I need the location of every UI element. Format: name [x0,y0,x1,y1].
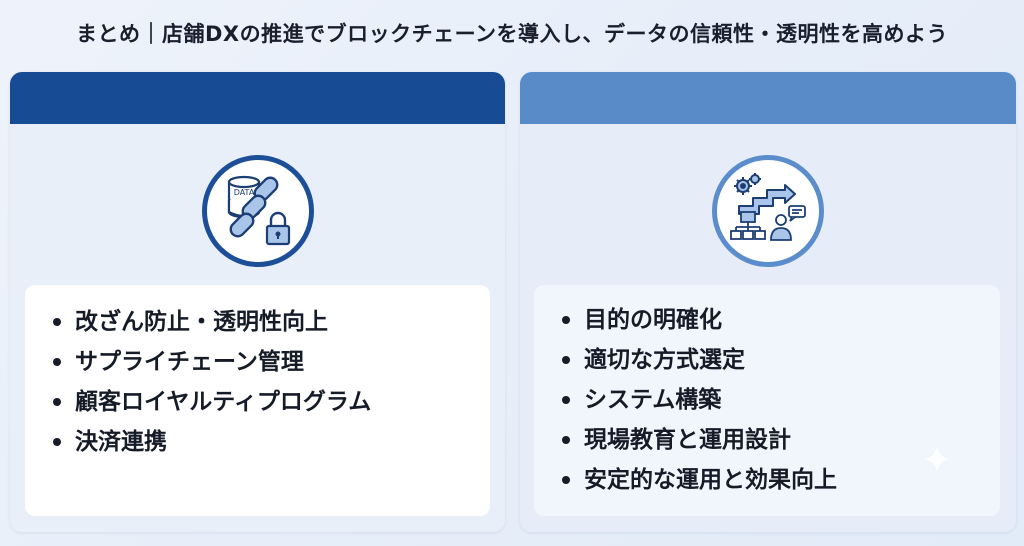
page-title: まとめ｜店舗DXの推進でブロックチェーンを導入し、データの信頼性・透明性を高めよ… [75,22,949,46]
org-chart-icon [730,211,766,240]
right-panel: 目的の明確化 適切な方式選定 システム構築 現場教育と運用設計 安定的な運用と効… [520,72,1016,532]
left-list-box: 改ざん防止・透明性向上 サプライチェーン管理 顧客ロイヤルティプログラム 決済連… [25,285,490,516]
list-item: 顧客ロイヤルティプログラム [49,387,371,417]
left-panel: DATA 改ざん防止・透明性向上 サプライチェーン管理 顧客ロイヤルティプログラ… [10,72,505,532]
left-panel-header [10,72,505,124]
list-item: 改ざん防止・透明性向上 [49,307,371,337]
gear-icon [734,173,761,195]
list-item: サプライチェーン管理 [49,347,371,377]
list-item: 目的の明確化 [558,305,837,335]
list-item: 適切な方式選定 [558,345,837,375]
lock-icon [265,211,291,246]
right-list-box: 目的の明確化 適切な方式選定 システム構築 現場教育と運用設計 安定的な運用と効… [534,285,1000,516]
list-item: 現場教育と運用設計 [558,425,837,455]
right-panel-header [520,72,1016,124]
right-item-list: 目的の明確化 適切な方式選定 システム構築 現場教育と運用設計 安定的な運用と効… [558,305,837,505]
chain-icon [229,176,279,238]
blockchain-lock-icon: DATA [202,155,314,267]
list-item: 決済連携 [49,427,371,457]
left-item-list: 改ざん防止・透明性向上 サプライチェーン管理 顧客ロイヤルティプログラム 決済連… [49,307,371,467]
list-item: 安定的な運用と効果向上 [558,465,837,495]
sparkle-icon [924,446,950,472]
svg-text:DATA: DATA [234,188,255,197]
process-flow-icon [712,155,824,267]
arrow-up-right-icon [738,184,796,215]
person-icon [770,205,806,241]
list-item: システム構築 [558,385,837,415]
